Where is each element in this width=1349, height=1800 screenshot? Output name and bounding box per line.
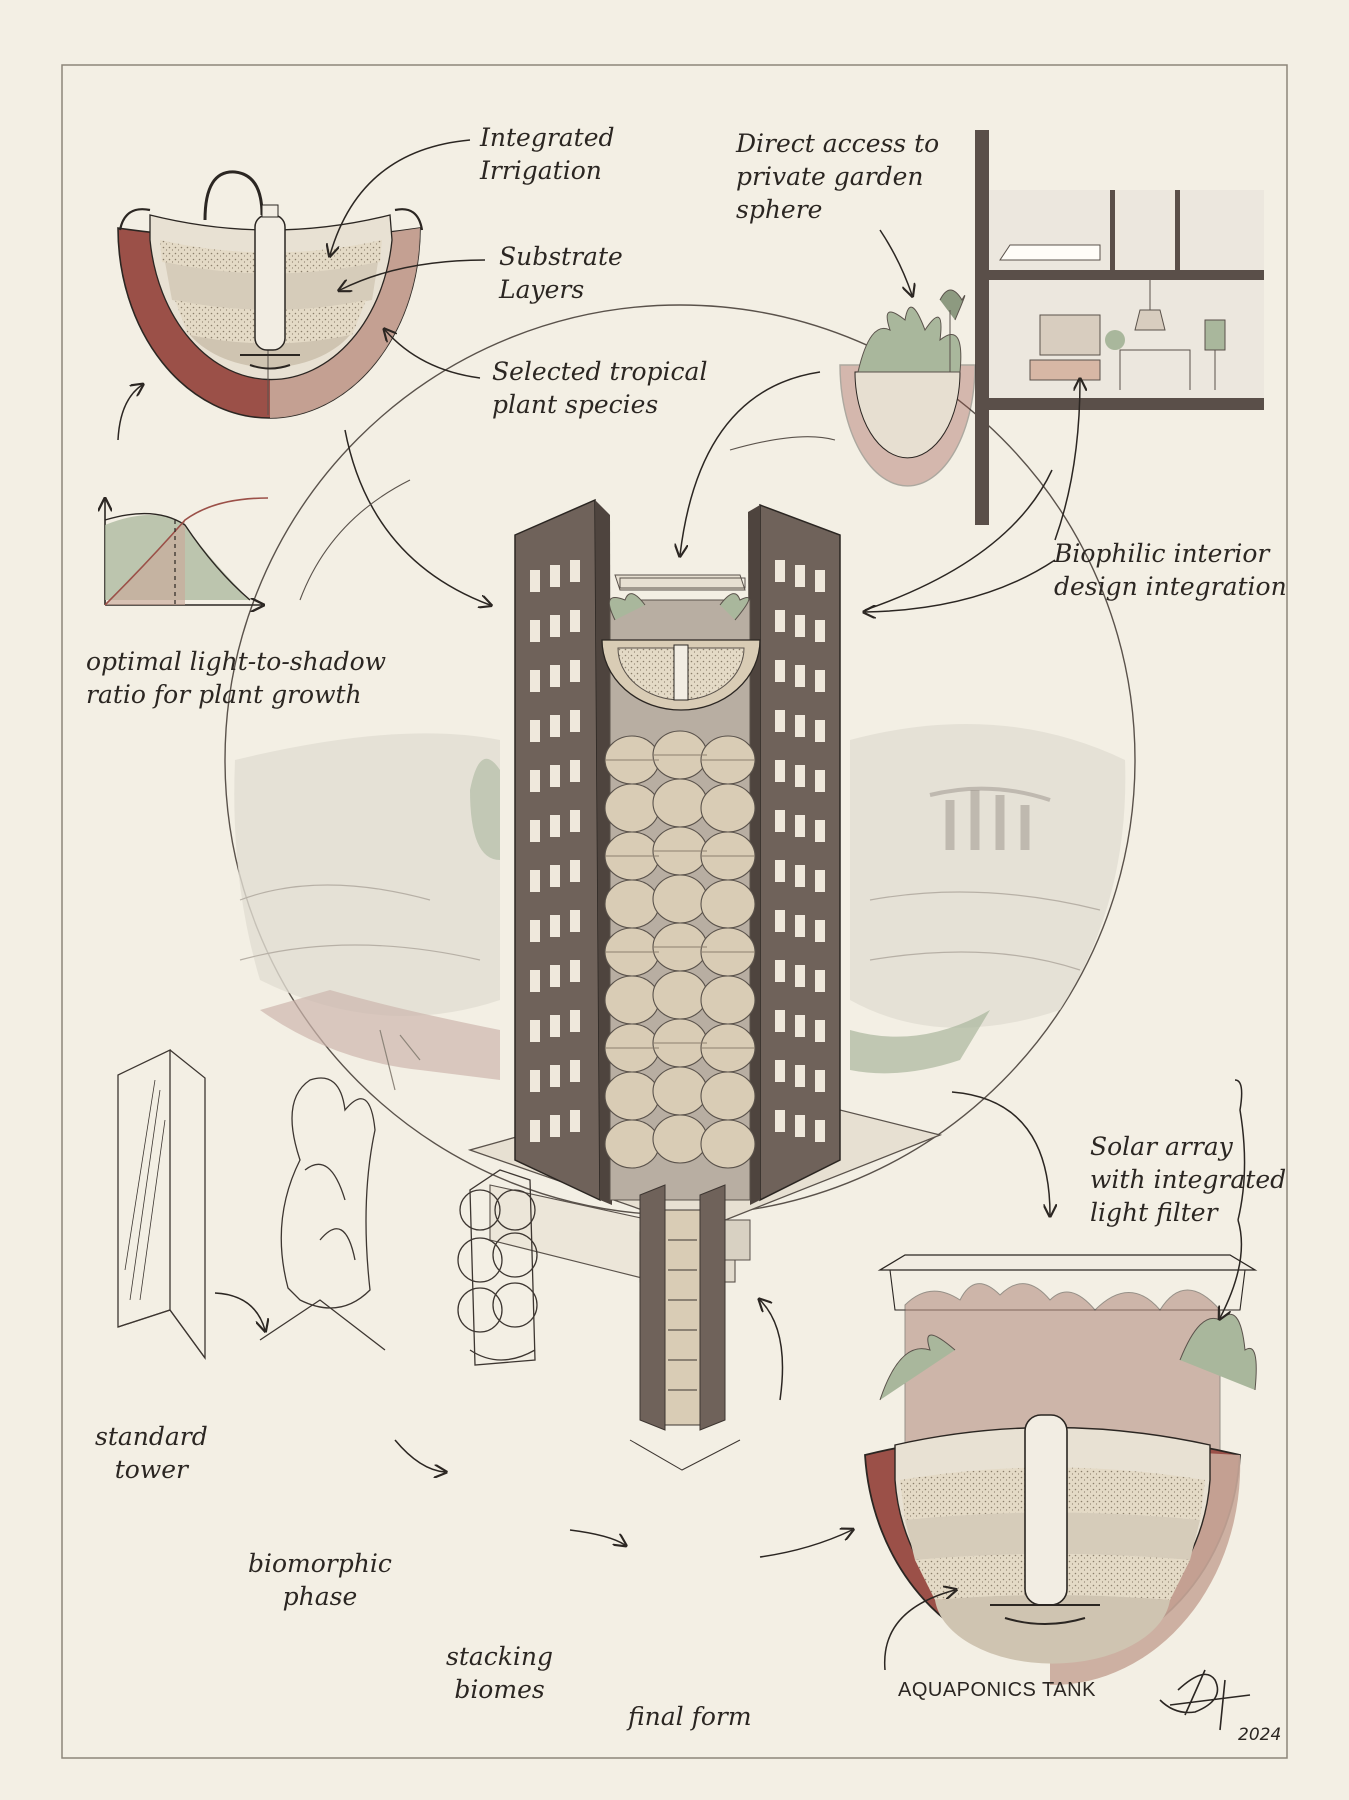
step-stacking-label: stacking biomes <box>446 1640 553 1706</box>
step-label-line: phase <box>282 1582 358 1611</box>
solar-label-line: with integrated <box>1090 1165 1287 1194</box>
substrate-label-line: Substrate <box>499 242 623 271</box>
biophilic-label-line: design integration <box>1054 572 1287 601</box>
step-final-form-label: final form <box>628 1700 752 1733</box>
final-form-sketch <box>629 1184 741 1471</box>
aquaponics-label: AQUAPONICS TANK <box>898 1679 1096 1701</box>
annotation-arrows <box>117 139 1246 1671</box>
step-label-line: tower <box>114 1455 188 1484</box>
biophilic-label-line: Biophilic interior <box>1054 539 1270 568</box>
step-label-line: final form <box>628 1702 752 1731</box>
stacked-biomes-sketch <box>457 1169 538 1366</box>
light-shadow-graph <box>105 498 269 605</box>
evolution-sketches <box>117 1048 741 1471</box>
step-label-line: biomorphic <box>248 1549 392 1578</box>
signature-year: 2024 <box>1238 1725 1282 1745</box>
signature-mark <box>1159 1669 1251 1731</box>
apartment-section <box>839 130 1264 525</box>
direct-access-label-line: sphere <box>736 195 823 224</box>
step-label-line: biomes <box>454 1675 545 1704</box>
light-ratio-label-line: ratio for plant growth <box>86 680 362 709</box>
step-biomorphic-label: biomorphic phase <box>248 1547 392 1613</box>
solar-label-line: light filter <box>1090 1198 1218 1227</box>
city-landscape <box>234 724 1126 1091</box>
direct-access-label-line: Direct access to <box>736 129 940 158</box>
step-standard-tower-label: standard tower <box>95 1420 208 1486</box>
substrate-label: Substrate Layers <box>499 240 623 306</box>
light-ratio-label: optimal light-to-shadow ratio for plant … <box>86 645 386 711</box>
page-frame <box>61 64 1288 1759</box>
solar-label-line: Solar array <box>1090 1132 1233 1161</box>
step-label-line: standard <box>95 1422 208 1451</box>
direct-access-label: Direct access to private garden sphere <box>736 127 939 226</box>
irrigation-label-line: Irrigation <box>480 156 602 185</box>
direct-access-label-line: private garden <box>736 162 924 191</box>
tropical-label: Selected tropical plant species <box>492 355 707 421</box>
solar-label: Solar array with integrated light filter <box>1090 1130 1286 1229</box>
substrate-label-line: Layers <box>499 275 585 304</box>
tropical-label-line: plant species <box>492 390 659 419</box>
standard-tower-sketch <box>117 1048 206 1360</box>
biomorphic-sketch <box>259 1077 386 1351</box>
irrigation-label: Integrated Irrigation <box>480 121 615 187</box>
aquaponics-pod-section <box>864 1254 1258 1686</box>
tropical-label-line: Selected tropical <box>492 357 708 386</box>
light-ratio-label-line: optimal light-to-shadow <box>86 647 387 676</box>
substrate-pod-section <box>117 170 424 419</box>
biophilic-label: Biophilic interior design integration <box>1054 537 1287 603</box>
step-label-line: stacking <box>446 1642 554 1671</box>
main-tower-illustration <box>467 498 943 1283</box>
irrigation-label-line: Integrated <box>480 123 615 152</box>
